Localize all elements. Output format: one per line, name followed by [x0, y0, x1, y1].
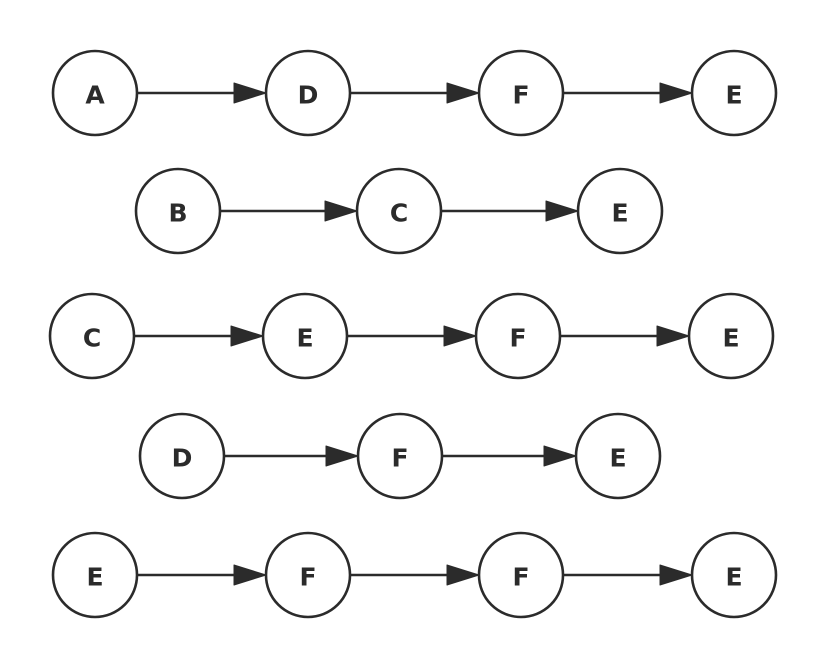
diagram-node: E	[690, 531, 778, 619]
diagram-node: E	[687, 292, 775, 380]
node-label: E	[296, 324, 313, 353]
node-label: D	[298, 81, 319, 110]
node-label: E	[609, 444, 626, 473]
diagram-node: F	[477, 49, 565, 137]
diagram-node: E	[51, 531, 139, 619]
diagram-node: C	[48, 292, 136, 380]
arrow-head-icon	[656, 325, 690, 347]
diagram-node: C	[355, 167, 443, 255]
node-circle	[134, 167, 222, 255]
diagram-node: D	[264, 49, 352, 137]
arrow-head-icon	[545, 200, 579, 222]
node-label: F	[512, 563, 529, 592]
node-circle	[51, 49, 139, 137]
node-label: E	[611, 199, 628, 228]
diagram-node: E	[261, 292, 349, 380]
node-label: E	[722, 324, 739, 353]
diagram-node: F	[477, 531, 565, 619]
node-circle	[477, 531, 565, 619]
arrow-head-icon	[230, 325, 264, 347]
node-circle	[356, 412, 444, 500]
arrow-head-icon	[659, 564, 693, 586]
node-circle	[48, 292, 136, 380]
node-circle	[138, 412, 226, 500]
node-circle	[264, 531, 352, 619]
node-label: F	[299, 563, 316, 592]
diagram-node: D	[138, 412, 226, 500]
nodes-layer: A D F E B C E C E F E D F E E F F E	[48, 49, 778, 619]
node-label: D	[172, 444, 193, 473]
node-label: F	[512, 81, 529, 110]
node-circle	[264, 49, 352, 137]
arrow-head-icon	[325, 445, 359, 467]
node-circle	[690, 49, 778, 137]
node-label: C	[390, 199, 408, 228]
node-label: A	[85, 81, 105, 110]
node-circle	[51, 531, 139, 619]
diagram-node: F	[474, 292, 562, 380]
node-label: B	[168, 199, 187, 228]
node-circle	[576, 167, 664, 255]
diagram-node: F	[264, 531, 352, 619]
node-circle	[574, 412, 662, 500]
edges-layer	[134, 82, 693, 586]
node-label: E	[725, 563, 742, 592]
diagram-node: F	[356, 412, 444, 500]
diagram-node: B	[134, 167, 222, 255]
diagram-node: E	[576, 167, 664, 255]
node-label: E	[86, 563, 103, 592]
arrow-head-icon	[543, 445, 577, 467]
arrow-head-icon	[324, 200, 358, 222]
arrow-head-icon	[659, 82, 693, 104]
diagram-node: E	[690, 49, 778, 137]
node-circle	[355, 167, 443, 255]
node-circle	[474, 292, 562, 380]
diagram-node: E	[574, 412, 662, 500]
diagram-node: A	[51, 49, 139, 137]
node-label: F	[391, 444, 408, 473]
node-label: C	[83, 324, 101, 353]
arrow-head-icon	[446, 564, 480, 586]
arrow-head-icon	[233, 82, 267, 104]
arrow-head-icon	[233, 564, 267, 586]
node-circle	[687, 292, 775, 380]
node-label: E	[725, 81, 742, 110]
arrow-head-icon	[443, 325, 477, 347]
node-label: F	[509, 324, 526, 353]
node-circle	[261, 292, 349, 380]
arrow-head-icon	[446, 82, 480, 104]
node-circle	[477, 49, 565, 137]
node-circle	[690, 531, 778, 619]
